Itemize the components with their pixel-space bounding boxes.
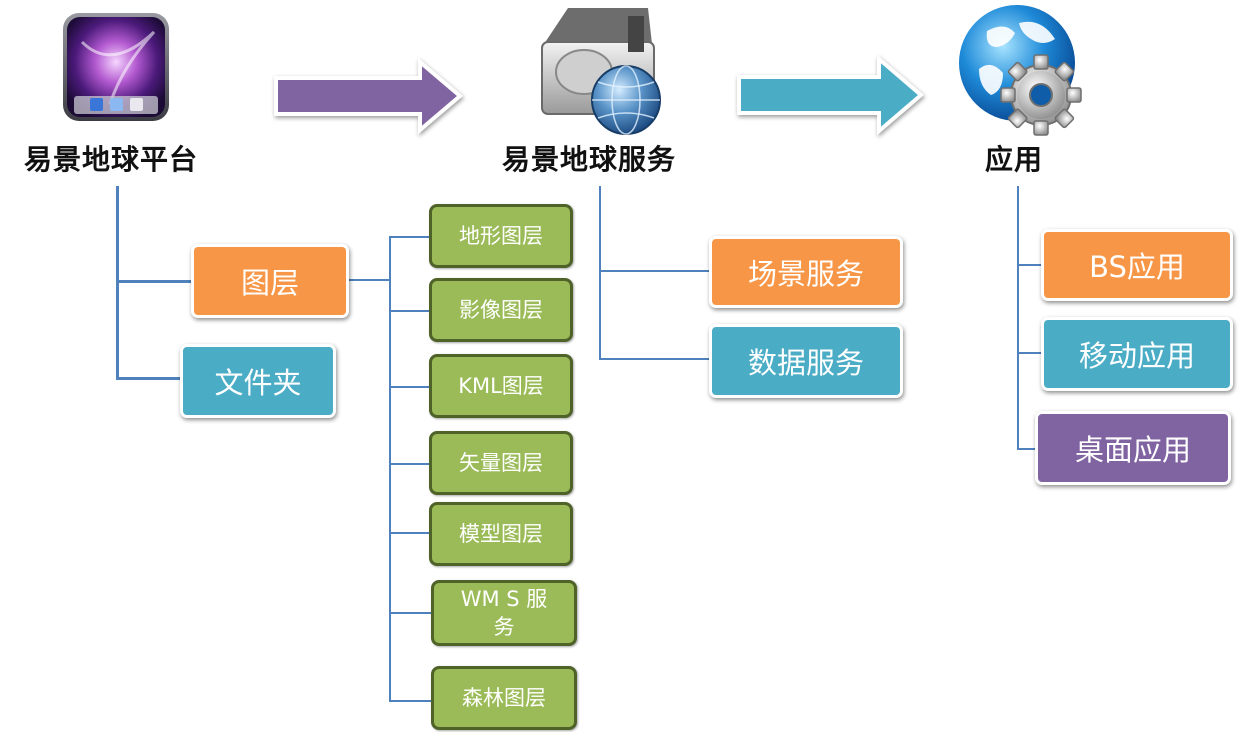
node-layer: 图层 (191, 244, 349, 318)
node-data-service-label: 数据服务 (747, 346, 864, 380)
application-branch-mobile (1017, 352, 1043, 354)
node-mobile-app-label: 移动应用 (1078, 339, 1195, 373)
node-bs-app: BS应用 (1041, 229, 1233, 301)
node-terrain-layer: 地形图层 (429, 204, 573, 268)
service-title: 易景地球服务 (502, 143, 677, 176)
service-trunk-line (599, 186, 601, 360)
layer-tree-trunk (389, 236, 391, 702)
layer-tick-terrain (389, 236, 431, 238)
node-desktop-app: 桌面应用 (1035, 411, 1231, 485)
node-vector-layer-label: 矢量图层 (459, 451, 543, 475)
layer-tick-forest (389, 700, 433, 702)
node-forest-layer: 森林图层 (431, 666, 577, 730)
layer-tick-vector (389, 463, 431, 465)
layer-tick-wms (389, 612, 433, 614)
service-branch-data (599, 358, 711, 360)
node-vector-layer: 矢量图层 (429, 431, 573, 495)
node-layer-label: 图层 (240, 266, 299, 300)
application-branch-desktop (1017, 448, 1039, 450)
node-folder: 文件夹 (180, 344, 336, 418)
node-forest-layer-label: 森林图层 (462, 686, 546, 710)
service-branch-scene (599, 270, 711, 272)
node-model-layer: 模型图层 (429, 502, 573, 566)
node-model-layer-label: 模型图层 (459, 522, 543, 546)
node-desktop-app-label: 桌面应用 (1074, 433, 1191, 467)
node-scene-service-label: 场景服务 (747, 257, 864, 291)
node-data-service: 数据服务 (709, 324, 903, 398)
node-terrain-layer-label: 地形图层 (459, 224, 543, 248)
layer-tick-imagery (389, 310, 431, 312)
layer-tick-kml (389, 386, 431, 388)
node-imagery-layer: 影像图层 (429, 278, 573, 342)
layer-tick-model (389, 532, 431, 534)
application-branch-bs (1017, 264, 1043, 266)
node-bs-app-label: BS应用 (1089, 250, 1185, 284)
node-kml-layer-label: KML图层 (458, 374, 544, 398)
globe-gear-icon (959, 5, 1082, 136)
node-wms-service: WM S 服务 (431, 580, 577, 646)
layer-branch-line (347, 279, 391, 281)
application-title: 应用 (985, 143, 1044, 176)
node-wms-service-label: WM S 服务 (460, 587, 548, 639)
node-scene-service: 场景服务 (709, 236, 903, 308)
platform-branch-layer (116, 280, 192, 283)
arrow-platform-to-service (274, 57, 464, 135)
platform-trunk-line (116, 186, 119, 380)
server-globe-icon (541, 8, 661, 135)
node-folder-label: 文件夹 (214, 366, 302, 400)
arrow-service-to-application (737, 54, 925, 136)
application-trunk-line (1017, 186, 1019, 450)
node-imagery-layer-label: 影像图层 (459, 298, 543, 322)
desktop-app-icon (63, 13, 169, 121)
platform-title: 易景地球平台 (24, 143, 199, 176)
platform-branch-folder (116, 377, 184, 380)
node-mobile-app: 移动应用 (1041, 317, 1233, 391)
node-kml-layer: KML图层 (429, 354, 573, 418)
